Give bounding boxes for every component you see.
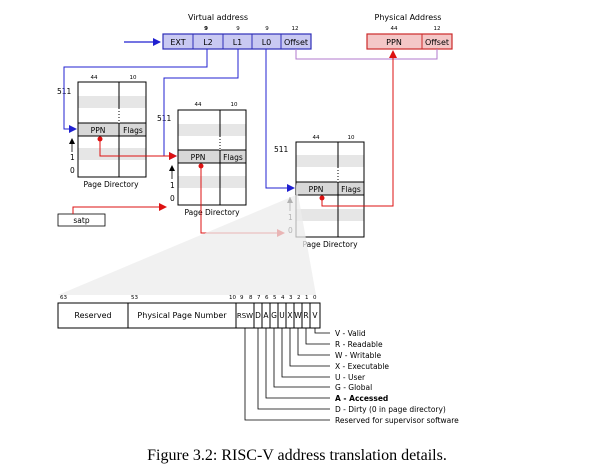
- pte-w-field: W: [294, 311, 302, 320]
- pte-d-field: D: [255, 311, 261, 320]
- bit-6: 6: [265, 295, 269, 301]
- page-directory-middle: 44 10 PPN Flags 511 1 0 Page Directory: [157, 102, 247, 217]
- pd3-row-511: 511: [274, 145, 289, 154]
- legend-accessed: A - Accessed: [335, 394, 388, 403]
- pte-a-field: A: [263, 311, 269, 320]
- pa-offset-field: Offset: [425, 38, 449, 47]
- bit-1: 1: [305, 295, 309, 301]
- pte-ppn-field: Physical Page Number: [137, 311, 227, 320]
- l0-index-arrow: [265, 49, 295, 192]
- virtual-address-register: EXT L2 L1 L0 Offset: [162, 33, 312, 50]
- offset-field: Offset: [284, 38, 308, 47]
- pte-format: Reserved Physical Page Number RSW D A G …: [57, 302, 321, 329]
- legend-rsw: Reserved for supervisor software: [335, 416, 459, 425]
- pd2-row-1: 1: [170, 181, 175, 190]
- l2-index-arrow: [63, 49, 208, 133]
- pd2-ppn-label: PPN: [191, 153, 206, 162]
- bit-10: 10: [229, 295, 236, 301]
- offset-copy-line: [295, 49, 438, 60]
- pd1-to-pd2-arrow: [99, 139, 177, 160]
- physical-address-register: PPN Offset: [366, 33, 453, 50]
- pd1-flags-label: Flags: [123, 126, 143, 135]
- bit-5: 5: [273, 295, 277, 301]
- pd1-width-10: 10: [130, 75, 137, 81]
- pte-reserved-field: Reserved: [74, 311, 111, 320]
- physical-address-title: Physical Address: [375, 13, 442, 22]
- legend-executable: X - Executable: [335, 362, 389, 371]
- pte-legend-leaders: [244, 328, 330, 421]
- l0-width-label: 9: [265, 26, 269, 32]
- ext-field: EXT: [170, 38, 185, 47]
- pte-g-field: G: [271, 311, 277, 320]
- bit-3: 3: [289, 295, 293, 301]
- ppn-width-label: 44: [391, 26, 398, 32]
- satp-to-root-arrow: [72, 203, 167, 214]
- bit-0: 0: [313, 295, 317, 301]
- bit-4: 4: [281, 295, 285, 301]
- legend-global: G - Global: [335, 383, 372, 392]
- pd1-ppn-label: PPN: [91, 126, 106, 135]
- legend-valid: V - Valid: [335, 329, 366, 338]
- pd3-ppn-label: PPN: [309, 185, 324, 194]
- pd1-width-44: 44: [91, 75, 98, 81]
- pd1-row-0: 0: [70, 166, 75, 175]
- pd1-label: Page Directory: [83, 180, 139, 189]
- pd3-width-44: 44: [313, 135, 320, 141]
- pd2-width-44: 44: [195, 102, 202, 108]
- pte-v-field: V: [312, 311, 318, 320]
- satp-label: satp: [73, 216, 89, 225]
- satp-register: satp: [57, 213, 106, 227]
- pa-offset-width-label: 12: [434, 26, 441, 32]
- zoom-wedge: [58, 183, 316, 295]
- pte-bit-numbers: 63 53 10 9 8 7 6 5 4 3 2 1 0: [60, 295, 317, 301]
- pd1-row-1: 1: [70, 153, 75, 162]
- figure-caption: Figure 3.2: RISC-V address translation d…: [147, 447, 447, 464]
- pte-legend: V - Valid R - Readable W - Writable X - …: [335, 329, 459, 425]
- offset-width-label: 12: [292, 26, 299, 32]
- pa-ppn-field: PPN: [386, 38, 402, 47]
- l2-field: L2: [203, 38, 213, 47]
- pd2-row-0: 0: [170, 194, 175, 203]
- bit-9: 9: [240, 295, 244, 301]
- legend-writable: W - Writable: [335, 351, 382, 360]
- pd2-label: Page Directory: [184, 208, 240, 217]
- l2-width-label: 9: [204, 26, 208, 32]
- page-directory-top: 44 10 PPN Flags 511 1 0 Page Directory: [57, 75, 147, 189]
- pd3-to-pa-arrow: [321, 50, 397, 207]
- pte-x-field: X: [287, 311, 292, 320]
- pte-rsw-field: RSW: [237, 312, 253, 320]
- l1-field: L1: [233, 38, 243, 47]
- bit-63: 63: [60, 295, 67, 301]
- legend-user: U - User: [335, 373, 366, 382]
- pd2-flags-label: Flags: [223, 153, 243, 162]
- l0-field: L0: [262, 38, 272, 47]
- legend-readable: R - Readable: [335, 340, 383, 349]
- bit-2: 2: [297, 295, 301, 301]
- pd3-label: Page Directory: [302, 240, 358, 249]
- l1-width-label: 9: [236, 26, 240, 32]
- pd2-width-10: 10: [231, 102, 238, 108]
- bit-7: 7: [257, 295, 261, 301]
- pte-u-field: U: [279, 311, 285, 320]
- pd3-flags-label: Flags: [341, 185, 361, 194]
- pd3-width-10: 10: [348, 135, 355, 141]
- page-directory-bottom: 44 10 PPN Flags 511 1 0 Page Directory: [274, 135, 365, 249]
- bit-53: 53: [131, 295, 138, 301]
- pte-r-field: R: [303, 311, 308, 320]
- bit-8: 8: [249, 295, 253, 301]
- legend-dirty: D - Dirty (0 in page directory): [335, 405, 446, 414]
- virtual-address-title: Virtual address: [188, 13, 248, 22]
